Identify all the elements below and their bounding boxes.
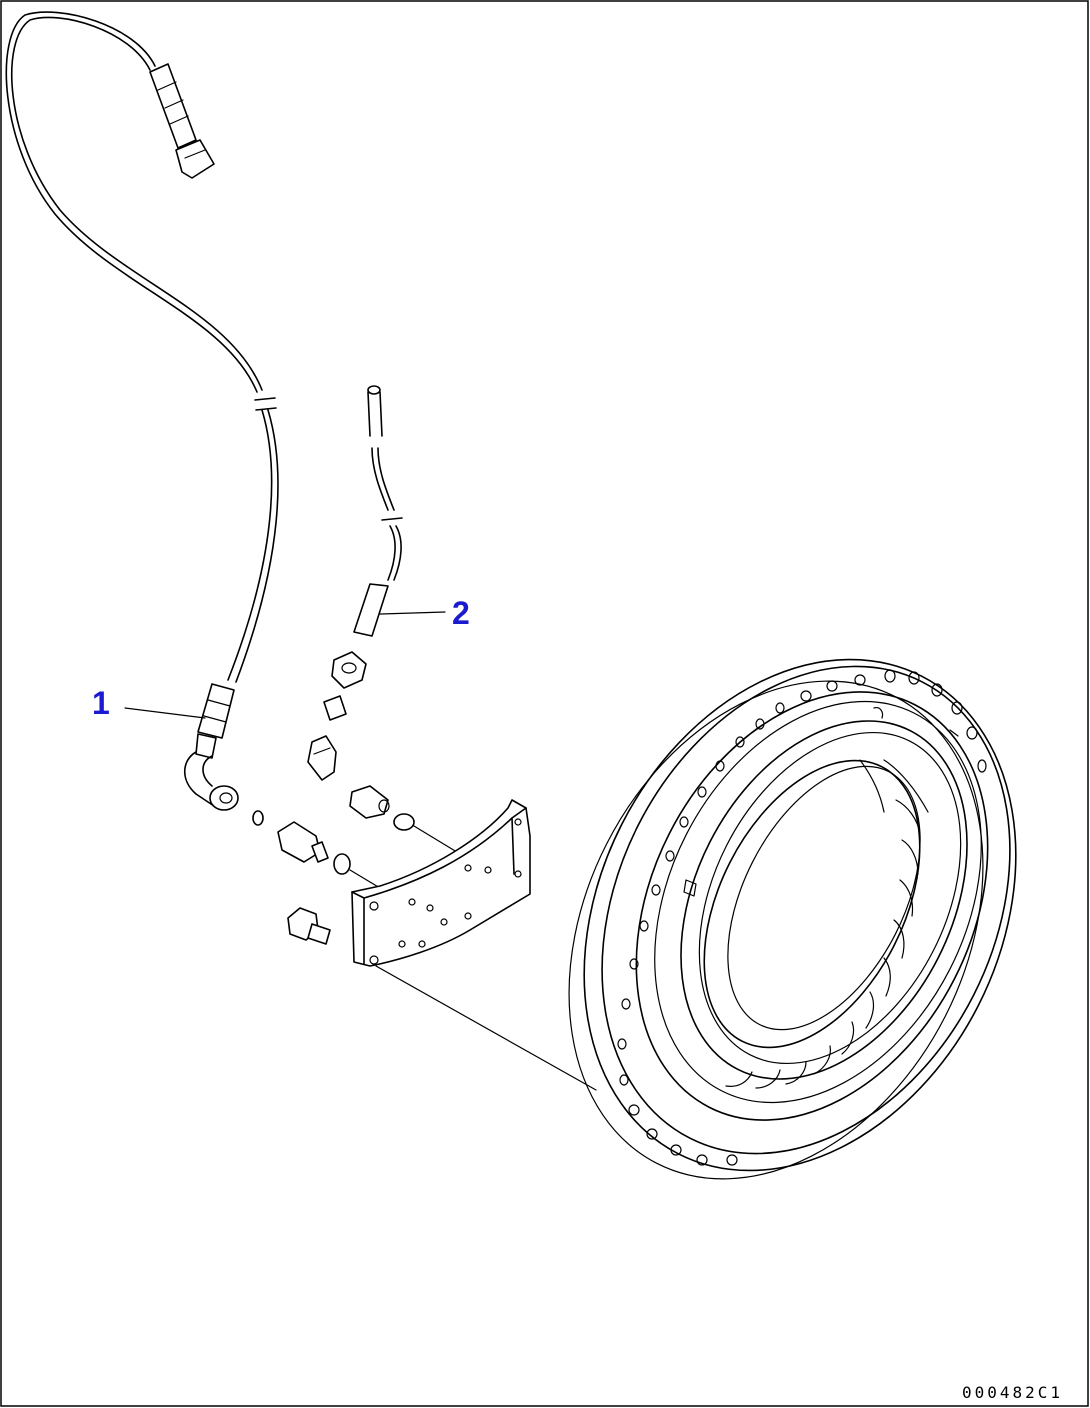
elbow-fitting[interactable] <box>307 735 337 781</box>
hose-1-upper-fitting <box>149 63 215 179</box>
leader-line-adapter <box>349 869 381 889</box>
leader-line-plate-to-disc <box>375 965 597 1091</box>
callout-1-label: 1 <box>92 685 110 721</box>
ring-housing[interactable] <box>488 585 1090 1249</box>
plate-holes <box>369 818 522 965</box>
o-ring-upper[interactable] <box>393 813 415 831</box>
o-ring-small[interactable] <box>252 810 264 826</box>
flange-tab-3 <box>949 729 959 737</box>
sleeve-fitting[interactable] <box>323 695 347 721</box>
mounting-plate[interactable] <box>351 799 531 967</box>
flange-tab-2 <box>873 707 884 719</box>
rim-bolt-holes <box>617 669 987 1166</box>
hose-1-lower-fitting <box>183 683 239 811</box>
nut-fitting[interactable] <box>331 651 367 689</box>
hose-assembly-1[interactable] <box>5 11 279 811</box>
adapter-fitting[interactable] <box>277 821 329 863</box>
document-id: 000482C1 <box>962 1383 1063 1402</box>
callout-2-label: 2 <box>452 595 470 631</box>
callout-1: 1 <box>92 685 206 721</box>
flange-tab-1 <box>683 879 697 897</box>
connector-fitting[interactable] <box>349 785 390 819</box>
tube-2[interactable] <box>353 385 403 637</box>
bolt[interactable] <box>287 907 331 945</box>
inner-pockets <box>725 759 929 1089</box>
callout-2: 2 <box>379 595 470 631</box>
o-ring-lower[interactable] <box>333 853 351 875</box>
